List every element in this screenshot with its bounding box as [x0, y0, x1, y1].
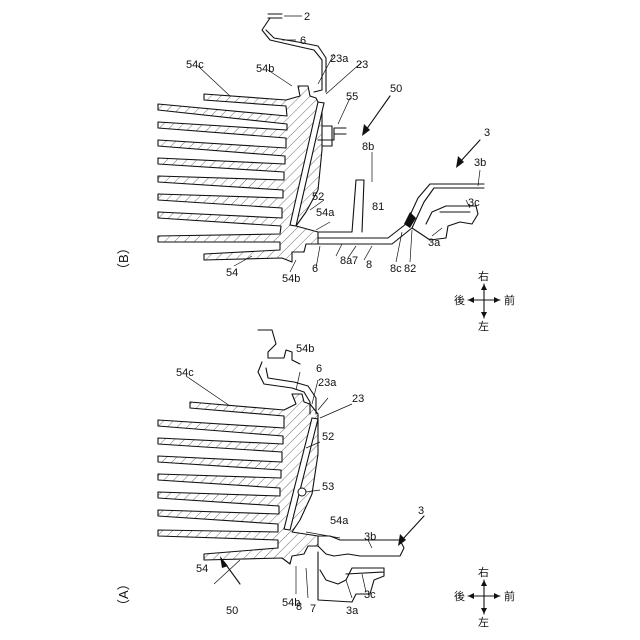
panel-b-part-3 — [412, 206, 478, 240]
label-53: 53 — [322, 481, 334, 493]
panel-b-heat-sink — [158, 86, 322, 262]
label-50: 50 — [226, 605, 238, 617]
label-23a: 23a — [330, 53, 349, 65]
label-8c: 8c — [390, 263, 402, 275]
label-82: 82 — [404, 263, 416, 275]
compass-rear: 後 — [454, 589, 465, 603]
label-3: 3 — [418, 505, 424, 517]
label-3: 3 — [484, 127, 490, 139]
panel-a-fastener-53 — [298, 488, 306, 496]
label-54c: 54c — [176, 367, 194, 379]
compass-front: 前 — [504, 589, 515, 603]
label-50: 50 — [390, 83, 402, 95]
label-52: 52 — [312, 191, 324, 203]
compass-front: 前 — [504, 293, 515, 307]
label-81: 81 — [372, 201, 384, 213]
panel-a-arrow-3 — [402, 516, 424, 540]
label-7: 7 — [352, 255, 358, 267]
compass-right: 右 — [478, 269, 489, 283]
label-55: 55 — [346, 91, 358, 103]
label-54b-lower: 54b — [282, 273, 300, 285]
label-54b: 54b — [256, 63, 274, 75]
label-54b: 54b — [296, 343, 314, 355]
compass-upper: 後 前 右 左 — [454, 269, 515, 333]
label-6: 6 — [316, 363, 322, 375]
label-3b: 3b — [474, 157, 486, 169]
label-3b: 3b — [364, 531, 376, 543]
label-3a: 3a — [428, 237, 441, 249]
compass-left: 左 — [478, 320, 489, 333]
panel-b: （B） 2 6 54c 54b 23a 23 55 50 3 8b 3b 52 — [116, 11, 490, 285]
label-23: 23 — [352, 393, 364, 405]
panel-a: （A） 54c 54b 6 23a 23 52 53 54a 3 3b 54 5… — [116, 330, 424, 617]
panel-a-heat-sink — [158, 394, 318, 564]
label-8b: 8b — [362, 141, 374, 153]
panel-a-frame-8 — [318, 536, 404, 602]
panel-b-arrow-50 — [366, 96, 390, 130]
compass-lower: 後 前 右 左 — [454, 565, 515, 629]
label-6-lower: 6 — [312, 263, 318, 275]
label-54a: 54a — [330, 515, 349, 527]
label-54a: 54a — [316, 207, 335, 219]
compass-left: 左 — [478, 616, 489, 629]
panel-b-bracket-6 — [262, 14, 326, 92]
label-8: 8 — [296, 601, 302, 613]
label-54: 54 — [226, 267, 238, 279]
label-54c: 54c — [186, 59, 204, 71]
label-3a: 3a — [346, 605, 359, 617]
label-52: 52 — [322, 431, 334, 443]
label-23: 23 — [356, 59, 368, 71]
label-6: 6 — [300, 35, 306, 47]
panel-a-caption: （A） — [116, 577, 131, 612]
label-3c: 3c — [364, 589, 376, 601]
label-54: 54 — [196, 563, 208, 575]
panel-b-caption: （B） — [116, 241, 131, 276]
label-3c: 3c — [468, 197, 480, 209]
label-2: 2 — [304, 11, 310, 23]
label-23a: 23a — [318, 377, 337, 389]
label-7: 7 — [310, 603, 316, 615]
panel-b-seal-82 — [404, 212, 416, 228]
label-8: 8 — [366, 259, 372, 271]
compass-right: 右 — [478, 565, 489, 579]
compass-rear: 後 — [454, 293, 465, 307]
